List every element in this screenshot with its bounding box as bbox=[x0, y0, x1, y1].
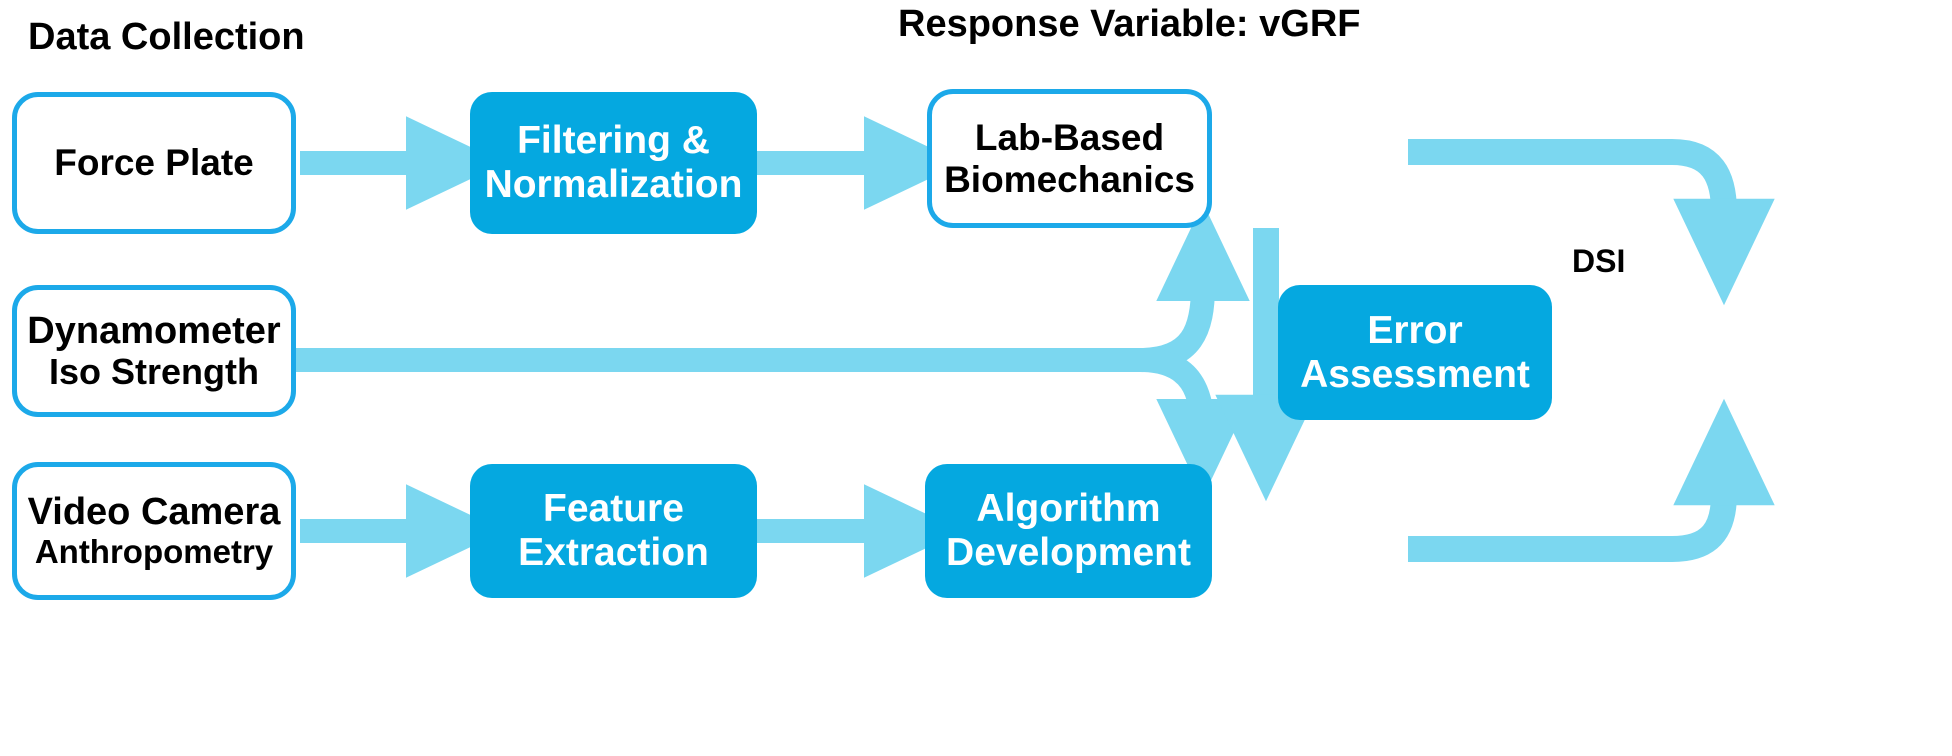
edge-algorithm-to-error bbox=[1408, 398, 1775, 562]
edge-dynamometer-to-algorithm bbox=[1139, 348, 1250, 498]
node-error-assessment-line1: Error bbox=[1367, 308, 1463, 352]
node-lab-based-biomechanics[interactable]: Lab-Based Biomechanics bbox=[927, 89, 1212, 228]
node-feature-extraction[interactable]: Feature Extraction bbox=[470, 464, 757, 598]
caption-dsi: DSI bbox=[1572, 243, 1626, 279]
edge-lab-to-error bbox=[1408, 139, 1775, 306]
node-force-plate-label: Force Plate bbox=[54, 142, 254, 184]
node-feature-extraction-line1: Feature bbox=[543, 487, 684, 531]
node-filtering-line1: Filtering & bbox=[517, 119, 710, 163]
node-filtering-normalization[interactable]: Filtering & Normalization bbox=[470, 92, 757, 234]
caption-response-variable-line2: vGRF bbox=[1259, 3, 1361, 45]
node-feature-extraction-line2: Extraction bbox=[518, 531, 709, 574]
caption-data-collection: Data Collection bbox=[28, 16, 305, 58]
node-lab-based-line2: Biomechanics bbox=[944, 158, 1195, 200]
edge-dynamometer-to-lab bbox=[1139, 202, 1250, 372]
caption-response-variable: Response Variable: vGRF bbox=[898, 2, 1361, 47]
node-dynamometer-iso-strength[interactable]: Dynamometer Iso Strength bbox=[12, 285, 296, 417]
node-error-assessment-line2: Assessment bbox=[1300, 352, 1530, 396]
node-filtering-line2: Normalization bbox=[484, 163, 743, 206]
node-algorithm-line2: Development bbox=[946, 531, 1191, 574]
node-algorithm-development[interactable]: Algorithm Development bbox=[925, 464, 1212, 598]
node-lab-based-line1: Lab-Based bbox=[974, 117, 1165, 159]
node-force-plate[interactable]: Force Plate bbox=[12, 92, 296, 234]
node-video-camera-line2: Anthropometry bbox=[34, 532, 274, 570]
node-video-camera-line1: Video Camera bbox=[27, 491, 281, 534]
node-dynamometer-line1: Dynamometer bbox=[27, 309, 281, 352]
node-algorithm-line1: Algorithm bbox=[976, 487, 1161, 531]
caption-response-variable-line1: Response Variable: bbox=[898, 3, 1249, 45]
node-error-assessment[interactable]: Error Assessment bbox=[1278, 285, 1552, 420]
node-dynamometer-line2: Iso Strength bbox=[48, 351, 259, 393]
node-video-camera-anthropometry[interactable]: Video Camera Anthropometry bbox=[12, 462, 296, 600]
